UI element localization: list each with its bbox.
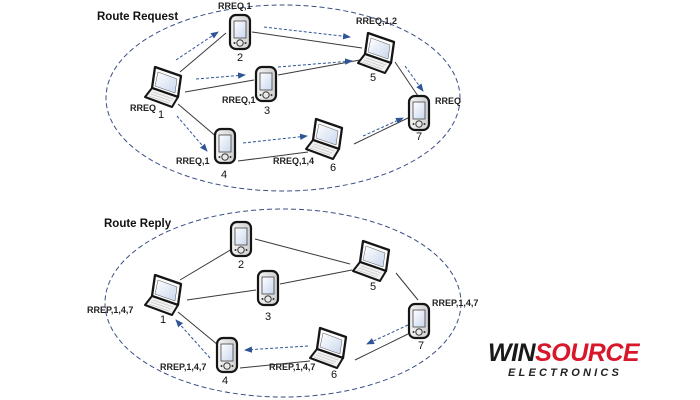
link-3-5 (277, 59, 361, 76)
packet-label: RREQ,1,2 (356, 16, 397, 26)
node-number: 5 (370, 281, 376, 293)
link-1-3 (186, 289, 257, 301)
flow-2-5 (263, 26, 351, 40)
packet-label: RREQ,1 (218, 1, 252, 11)
links (177, 31, 419, 162)
link-1-4 (177, 103, 219, 139)
logo-wordmark: WINSOURCE (488, 340, 668, 366)
winsource-logo: WINSOURCE ELECTRONICS (488, 340, 668, 384)
logo-source-text: SOURCE (535, 339, 640, 367)
packet-label: RREP,1,4,7 (432, 298, 478, 308)
node-number: 4 (222, 375, 228, 387)
logo-subtitle: ELECTRONICS (508, 367, 623, 379)
link-4-6 (237, 151, 309, 162)
network-boundary (104, 208, 462, 398)
node-number: 6 (331, 369, 337, 381)
link-1-2 (179, 248, 233, 281)
flow-3-5 (277, 58, 353, 68)
pda-node-icon (256, 269, 280, 307)
node-number: 3 (264, 105, 270, 117)
pda-node-icon (213, 127, 237, 165)
panel-title-route-reply: Route Reply (104, 218, 172, 230)
link-1-3 (184, 79, 255, 93)
node-number: 7 (418, 340, 424, 352)
node-number: 7 (416, 131, 422, 143)
pda-node-icon (228, 13, 252, 51)
node-number: 2 (237, 52, 243, 64)
message-flows (175, 26, 424, 152)
node-number: 6 (330, 162, 336, 174)
packet-label: RREP,1,4,7 (160, 362, 206, 372)
links (177, 238, 419, 369)
packet-label: RREQ,1,4 (273, 156, 314, 166)
nodes (143, 220, 431, 374)
link-6-7 (353, 116, 411, 145)
packet-labels: RREQ RREQ,1 RREQ,1 RREQ,1 RREQ,1,2 RREQ,… (130, 1, 461, 166)
node-number: 2 (238, 259, 244, 271)
node-number: 3 (265, 311, 271, 323)
link-6-7 (354, 333, 409, 361)
laptop-node-icon (143, 273, 183, 317)
route-request-panel: Route Request (97, 1, 461, 192)
network-boundary (105, 4, 461, 192)
flow-1-2 (175, 31, 219, 61)
laptop-node-icon (356, 31, 396, 75)
laptop-node-icon (351, 239, 391, 283)
flow-1-4 (176, 115, 208, 152)
link-1-2 (179, 32, 227, 73)
pda-node-icon (407, 94, 431, 132)
packet-label: RREP,1,4,7 (269, 362, 315, 372)
packet-labels: RREP,1,4,7 RREP,1,4,7 RREP,1,4,7 RREP,1,… (87, 298, 478, 372)
packet-label: RREQ (435, 96, 461, 106)
link-5-7 (394, 61, 419, 97)
flow-5-7 (404, 65, 424, 92)
panel-title-route-request: Route Request (97, 11, 178, 23)
link-4-6 (239, 360, 311, 369)
laptop-node-icon (143, 65, 183, 109)
node-numbers: 1 2 3 4 5 6 7 (158, 52, 422, 181)
laptop-node-icon (304, 117, 344, 161)
flow-6-7 (362, 117, 404, 137)
link-3-5 (279, 269, 353, 285)
flow-1-3 (195, 72, 246, 80)
route-reply-panel: Route Reply 1 2 3 (87, 208, 478, 398)
node-number: 1 (158, 109, 164, 121)
link-1-4 (177, 311, 219, 346)
link-5-7 (395, 272, 419, 301)
node-number: 4 (221, 169, 227, 181)
message-flows (175, 319, 409, 359)
flow-6-4 (244, 345, 309, 353)
laptop-node-icon (308, 326, 348, 370)
pda-node-icon (229, 220, 253, 258)
node-number: 1 (160, 314, 166, 326)
node-numbers: 1 2 3 4 5 6 7 (160, 259, 424, 387)
packet-label: RREQ,1 (222, 95, 256, 105)
pda-node-icon (215, 336, 239, 374)
pda-node-icon (407, 302, 431, 340)
node-number: 5 (370, 72, 376, 84)
flow-7-6 (366, 324, 409, 345)
pda-node-icon (254, 65, 278, 103)
packet-label: RREP,1,4,7 (87, 305, 133, 315)
link-2-5 (254, 238, 351, 265)
packet-label: RREQ,1 (176, 156, 210, 166)
logo-win-text: WIN (488, 339, 536, 367)
flow-4-1 (175, 319, 211, 359)
link-2-5 (251, 31, 363, 49)
packet-label: RREQ (130, 103, 156, 113)
flow-4-6 (242, 133, 308, 144)
